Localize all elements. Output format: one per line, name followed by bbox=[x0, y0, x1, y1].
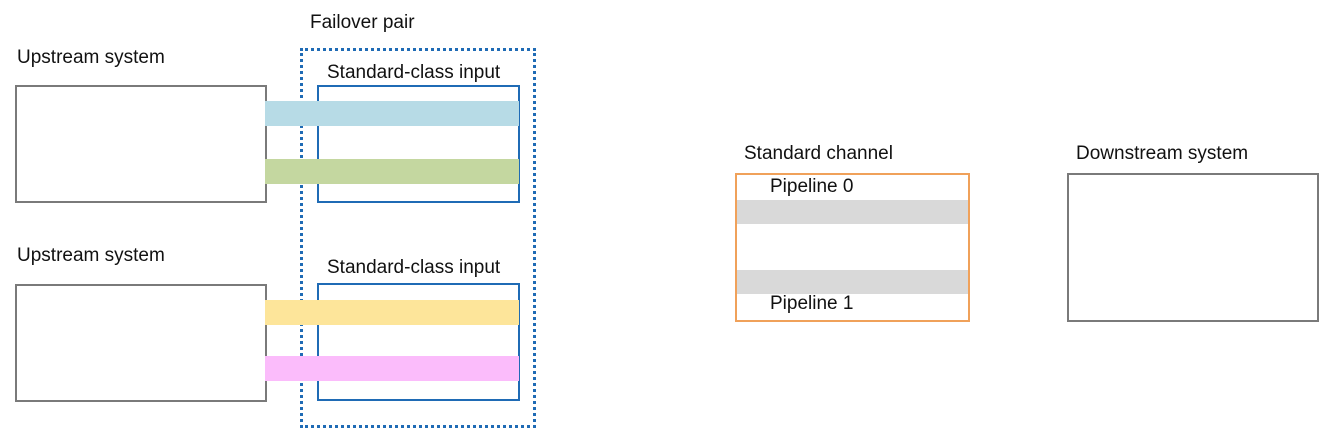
upstream-system-2-label: Upstream system bbox=[17, 245, 165, 266]
upstream-system-2-box bbox=[15, 284, 267, 402]
stream-band-blue bbox=[265, 101, 519, 126]
standard-channel-label: Standard channel bbox=[744, 143, 893, 164]
pipeline-1-band bbox=[737, 270, 968, 294]
standard-channel-box bbox=[735, 173, 970, 322]
pipeline-1-label: Pipeline 1 bbox=[770, 293, 854, 314]
downstream-system-label: Downstream system bbox=[1076, 143, 1249, 164]
failover-pair-label: Failover pair bbox=[310, 12, 415, 33]
stream-band-yellow bbox=[265, 300, 519, 325]
stream-band-green bbox=[265, 159, 519, 184]
stream-band-pink bbox=[265, 356, 519, 381]
standard-input-1-label: Standard-class input bbox=[327, 62, 501, 83]
pipeline-0-band bbox=[737, 200, 968, 224]
standard-input-1-box bbox=[317, 85, 520, 203]
upstream-system-1-box bbox=[15, 85, 267, 203]
downstream-system-box bbox=[1067, 173, 1319, 322]
standard-input-2-label: Standard-class input bbox=[327, 257, 501, 278]
pipeline-0-label: Pipeline 0 bbox=[770, 176, 854, 197]
failover-pair-container bbox=[300, 48, 536, 428]
upstream-system-1-label: Upstream system bbox=[17, 47, 165, 68]
standard-input-2-box bbox=[317, 283, 520, 401]
